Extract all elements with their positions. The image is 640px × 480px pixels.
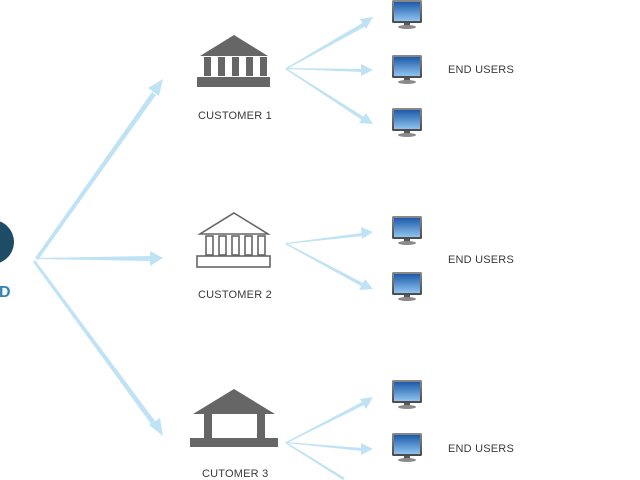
monitor-icon [392,108,422,137]
end-users-label-3: END USERS [448,443,514,455]
pavilion-building-icon [190,389,278,447]
arrow-to-customer-1 [35,92,156,260]
arrowhead-customer-2 [150,251,163,266]
monitor-icon [392,216,422,245]
arrowhead-customer-1 [148,79,163,96]
arrow-to-customer-2 [36,256,152,261]
end-users-label-1: END USERS [448,64,514,76]
customer-arrows [285,17,373,480]
monitors [392,0,422,462]
customer-2-label: CUSTOMER 2 [198,289,272,301]
bank-building-outline-icon [196,212,271,268]
cloud-hub-icon [0,221,14,263]
arrow-to-customer-3 [33,260,155,424]
monitor-icon [392,433,422,462]
monitor-icon [392,380,422,409]
customer-3-label: CUTOMER 3 [202,468,269,480]
hub-arrows [33,79,163,436]
monitor-icon [392,55,422,84]
end-users-label-2: END USERS [448,254,514,266]
hub-label: D [0,284,11,301]
arrowhead-customer-3 [149,418,163,436]
bank-building-icon [197,35,270,87]
monitor-icon [392,0,422,29]
monitor-icon [392,272,422,301]
customer-1-label: CUSTOMER 1 [198,110,272,122]
